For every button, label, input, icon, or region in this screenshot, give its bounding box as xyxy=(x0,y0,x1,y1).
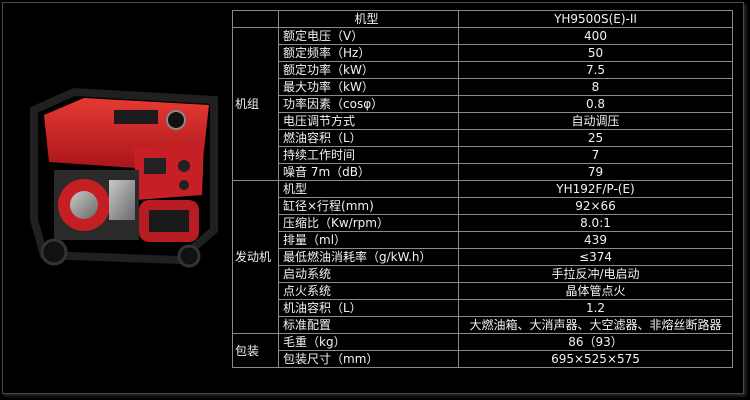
spec-value: 8.0:1 xyxy=(458,214,733,232)
group-label-engine: 发动机 xyxy=(232,180,279,334)
spec-row: 包装毛重（kg）86（93） xyxy=(232,333,733,368)
spec-label: 额定电压（V） xyxy=(278,27,459,45)
spec-row: 最大功率（kW）8 xyxy=(233,78,733,96)
spec-label: 噪音 7m（dB） xyxy=(278,163,459,181)
spec-row: 噪音 7m（dB）79 xyxy=(233,163,733,181)
spec-value: 7 xyxy=(458,146,733,164)
spec-value: 439 xyxy=(458,231,733,249)
spec-label: 持续工作时间 xyxy=(278,146,459,164)
spec-value: 86（93） xyxy=(458,333,733,351)
spec-value: 25 xyxy=(458,129,733,147)
spec-row: 压缩比（Kw/rpm）8.0:1 xyxy=(233,214,733,232)
spec-value: 自动调压 xyxy=(458,112,733,130)
spec-row: 启动系统手拉反冲/电启动 xyxy=(233,265,733,283)
spec-value: 92×66 xyxy=(458,197,733,215)
spec-value: 1.2 xyxy=(458,299,733,317)
spec-label: 包装尺寸（mm） xyxy=(278,350,459,368)
spec-value: 695×525×575 xyxy=(458,350,733,368)
group-label-package: 包装 xyxy=(232,333,279,368)
spec-label: 点火系统 xyxy=(278,282,459,300)
spec-label: 最低燃油消耗率（g/kW.h） xyxy=(278,248,459,266)
spec-value: 晶体管点火 xyxy=(458,282,733,300)
spec-row: 功率因素（cosφ）0.8 xyxy=(233,95,733,113)
header-model-value: YH9500S(E)-II xyxy=(458,10,733,28)
spec-label: 机油容积（L） xyxy=(278,299,459,317)
spec-row: 机组额定电压（V）400 xyxy=(232,27,733,181)
spec-row: 排量（ml）439 xyxy=(233,231,733,249)
header-row: 机型 YH9500S(E)-II xyxy=(232,10,733,28)
spec-value: YH192F/P-(E) xyxy=(458,180,733,198)
spec-row: 燃油容积（L）25 xyxy=(233,129,733,147)
group-label-unit: 机组 xyxy=(232,27,279,181)
spec-label: 缸径×行程(mm) xyxy=(278,197,459,215)
spec-value: 400 xyxy=(458,27,733,45)
spec-label: 额定功率（kW） xyxy=(278,61,459,79)
spec-row: 额定功率（kW）7.5 xyxy=(233,61,733,79)
header-empty-cell xyxy=(232,10,279,28)
spec-row: 机油容积（L）1.2 xyxy=(233,299,733,317)
spec-label: 毛重（kg） xyxy=(278,333,459,351)
spec-row: 点火系统晶体管点火 xyxy=(233,282,733,300)
header-label: 机型 xyxy=(278,10,459,28)
spec-value: 8 xyxy=(458,78,733,96)
spec-value: 50 xyxy=(458,44,733,62)
spec-row: 缸径×行程(mm)92×66 xyxy=(233,197,733,215)
spec-label: 功率因素（cosφ） xyxy=(278,95,459,113)
spec-row: 最低燃油消耗率（g/kW.h）≤374 xyxy=(233,248,733,266)
spec-label: 排量（ml） xyxy=(278,231,459,249)
spec-label: 机型 xyxy=(278,180,459,198)
spec-value: 大燃油箱、大消声器、大空滤器、非熔丝断路器 xyxy=(458,316,733,334)
spec-label: 压缩比（Kw/rpm） xyxy=(278,214,459,232)
spec-value: ≤374 xyxy=(458,248,733,266)
spec-label: 燃油容积（L） xyxy=(278,129,459,147)
outer-frame xyxy=(2,2,744,394)
spec-label: 电压调节方式 xyxy=(278,112,459,130)
spec-label: 标准配置 xyxy=(278,316,459,334)
spec-label: 额定频率（Hz） xyxy=(278,44,459,62)
spec-row: 标准配置大燃油箱、大消声器、大空滤器、非熔丝断路器 xyxy=(233,316,733,334)
spec-row: 电压调节方式自动调压 xyxy=(233,112,733,130)
spec-row: 包装尺寸（mm）695×525×575 xyxy=(233,350,733,368)
spec-label: 启动系统 xyxy=(278,265,459,283)
spec-value: 79 xyxy=(458,163,733,181)
spec-value: 0.8 xyxy=(458,95,733,113)
spec-row: 额定频率（Hz）50 xyxy=(233,44,733,62)
spec-label: 最大功率（kW） xyxy=(278,78,459,96)
spec-value: 手拉反冲/电启动 xyxy=(458,265,733,283)
spec-value: 7.5 xyxy=(458,61,733,79)
generator-image xyxy=(30,87,218,268)
